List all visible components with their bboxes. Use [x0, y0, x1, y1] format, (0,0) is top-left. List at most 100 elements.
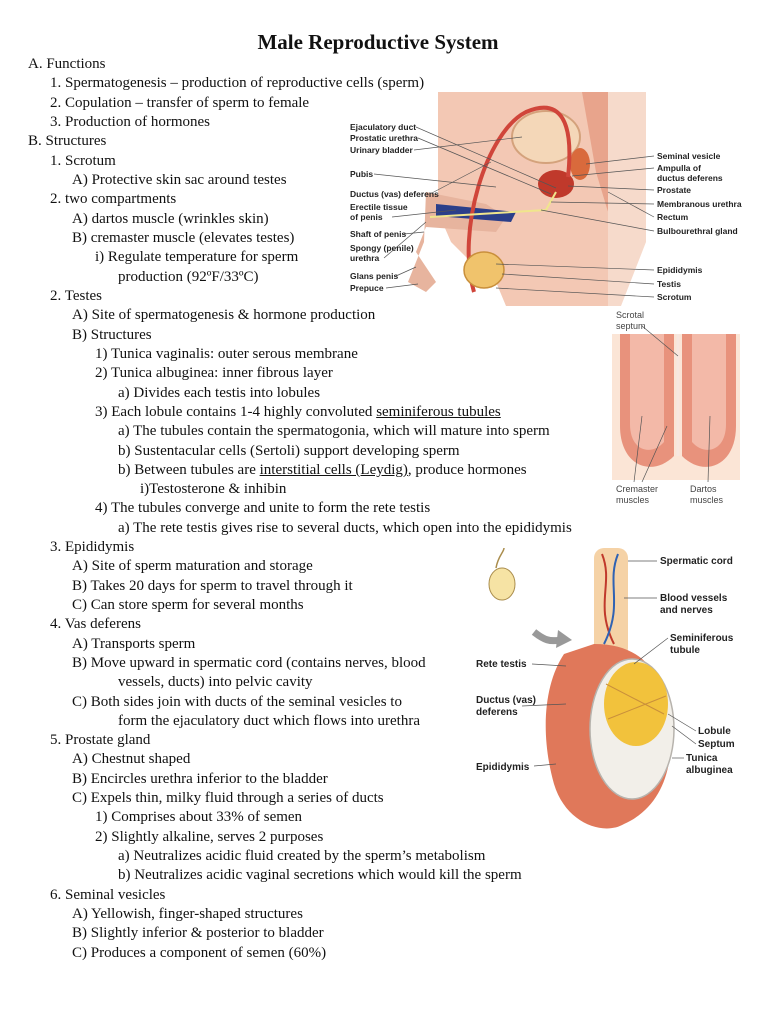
urethra: [429, 191, 557, 218]
outline-line: 1) Comprises about 33% of semen: [95, 809, 303, 825]
label-ampulla-2: ductus deferens: [657, 173, 723, 183]
spermatic-cord: [594, 548, 628, 658]
outline-line: A) dartos muscle (wrinkles skin): [72, 211, 269, 227]
outline-line: 3) Each lobule contains 1-4 highly convo…: [95, 403, 501, 422]
label-seminiferous-2: tubule: [670, 645, 700, 656]
label-ductus-deferens-2: deferens: [476, 707, 518, 718]
page-title: Male Reproductive System: [257, 30, 499, 54]
label-tunica: Tunica: [686, 753, 718, 764]
label-rectum: Rectum: [657, 212, 689, 222]
pelvis-left-leaders: [373, 126, 557, 289]
left-testis-section: [630, 334, 664, 450]
outline-line: 3. Production of hormones: [50, 114, 210, 130]
underlined-term: seminiferous tubules: [376, 404, 501, 420]
outline-line: C) Can store sperm for several months: [72, 597, 304, 613]
outline-line: C) Produces a component of semen (60%): [72, 945, 327, 961]
label-erectile-tissue: Erectile tissue: [350, 202, 408, 212]
label-ejaculatory-duct: Ejaculatory duct: [350, 122, 416, 132]
outline-line: A) Site of sperm maturation and storage: [72, 558, 313, 574]
label-glans-penis: Glans penis: [350, 271, 398, 281]
outline-line: B) Encircles urethra inferior to the bla…: [72, 771, 328, 787]
testis-right-labels: Spermatic cord Blood vessels and nerves …: [660, 556, 735, 776]
outline-line: 6. Seminal vesicles: [50, 887, 166, 903]
pelvis-right-leaders: [495, 155, 655, 298]
label-scrotum: Scrotum: [657, 292, 692, 302]
pelvis-right-labels: Seminal vesicle Ampulla of ductus defere…: [657, 151, 742, 302]
outline-line: b) Between tubules are interstitial cell…: [118, 461, 527, 480]
label-bulbourethral-gland: Bulbourethral gland: [657, 226, 738, 236]
vein: [603, 553, 619, 645]
outline-line: production (92ºF/33ºC): [118, 269, 259, 285]
label-membranous-urethra: Membranous urethra: [657, 199, 742, 209]
label-epididymis: Epididymis: [657, 265, 703, 275]
outline-line: 2. Testes: [50, 288, 103, 304]
testis: [463, 251, 505, 289]
erectile-tissue: [436, 204, 516, 222]
label-cremaster-2: muscles: [616, 495, 650, 505]
outline-line: B) Structures: [72, 327, 152, 343]
outline-line: B) cremaster muscle (elevates testes): [72, 230, 295, 246]
line-text: 3) Each lobule contains 1-4 highly convo…: [95, 404, 377, 420]
inset-cord: [495, 547, 505, 569]
outline-line: a) The tubules contain the spermatogonia…: [118, 423, 550, 439]
label-rete-testis: Rete testis: [476, 659, 527, 670]
testis-figure: Spermatic cord Blood vessels and nerves …: [476, 547, 735, 829]
label-prostate: Prostate: [657, 185, 691, 195]
label-septum: Septum: [698, 739, 735, 750]
label-dartos-2: muscles: [690, 495, 724, 505]
outline-line: A) Chestnut shaped: [72, 751, 191, 767]
outline-line: 1) Tunica vaginalis: outer serous membra…: [95, 346, 358, 362]
inset-arrow: [531, 629, 561, 645]
outline-line: vessels, ducts) into pelvic cavity: [118, 674, 313, 690]
outline-line: A) Site of spermatogenesis & hormone pro…: [72, 307, 376, 323]
label-urinary-bladder: Urinary bladder: [350, 145, 414, 155]
label-dartos: Dartos: [690, 484, 717, 494]
label-scrotal-septum-2: septum: [616, 321, 646, 331]
label-erectile-tissue-2: of penis: [350, 212, 383, 222]
outline-line: 2) Tunica albuginea: inner fibrous layer: [95, 365, 333, 381]
testis-left-labels: Rete testis Ductus (vas) deferens Epidid…: [476, 659, 536, 773]
prostate: [538, 170, 574, 198]
outline-line: 2. two compartments: [50, 191, 177, 207]
outline-line: 5. Prostate gland: [50, 732, 151, 748]
outline-line: B) Takes 20 days for sperm to travel thr…: [72, 578, 353, 594]
outline-line: 4) The tubules converge and unite to for…: [95, 500, 431, 516]
testis-right-leaders: [624, 560, 697, 759]
label-ductus-deferens: Ductus (vas): [476, 695, 536, 706]
label-scrotal-septum: Scrotal: [616, 310, 644, 320]
line-text: b) Between tubules are: [118, 462, 260, 478]
outline-line: B. Structures: [28, 133, 107, 149]
label-ampulla: Ampulla of: [657, 163, 701, 173]
outline-line: 2) Slightly alkaline, serves 2 purposes: [95, 829, 324, 845]
testis-left-leaders: [521, 663, 567, 767]
gluteal-tissue: [608, 92, 646, 306]
outline-line: A. Functions: [28, 56, 106, 72]
outline-line: A) Protective skin sac around testes: [72, 172, 287, 188]
label-spermatic-cord: Spermatic cord: [660, 556, 733, 567]
label-blood-vessels-2: and nerves: [660, 605, 713, 616]
outline-line: form the ejaculatory duct which flows in…: [118, 713, 420, 729]
outline-line: 2. Copulation – transfer of sperm to fem…: [50, 95, 310, 111]
outline-line: i)Testosterone & inhibin: [140, 481, 287, 497]
outline-line: A) Transports sperm: [72, 636, 196, 652]
pelvis-sagittal-figure: Ejaculatory duct Prostatic urethra Urina…: [350, 92, 742, 306]
pelvis-left-labels: Ejaculatory duct Prostatic urethra Urina…: [350, 122, 439, 293]
inset-testis: [488, 567, 516, 601]
lobule: [604, 662, 668, 746]
outline-line: b) Neutralizes acidic vaginal secretions…: [118, 867, 522, 883]
outline-line: i) Regulate temperature for sperm: [95, 249, 299, 265]
arrow-head-icon: [556, 630, 572, 648]
underlined-term: interstitial cells (Leydig): [259, 462, 408, 478]
septum: [605, 683, 665, 715]
outline-line: B) Slightly inferior & posterior to blad…: [72, 925, 324, 941]
outline-line: 1. Spermatogenesis – production of repro…: [50, 75, 425, 91]
label-cremaster: Cremaster: [616, 484, 658, 494]
label-seminal-vesicle: Seminal vesicle: [657, 151, 721, 161]
septum: [607, 695, 667, 720]
label-testis: Testis: [657, 279, 681, 289]
outline-line: 3. Epididymis: [50, 539, 135, 555]
ductus-deferens: [466, 105, 572, 293]
outline-line: a) Divides each testis into lobules: [118, 385, 321, 401]
label-prepuce: Prepuce: [350, 283, 384, 293]
label-seminiferous: Seminiferous: [670, 633, 734, 644]
